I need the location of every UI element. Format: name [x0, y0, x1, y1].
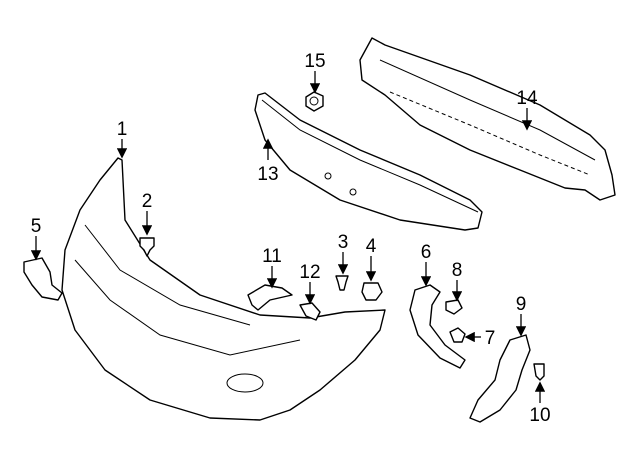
callout-8: 8: [452, 260, 463, 302]
callout-4: 4: [366, 236, 377, 282]
callout-13: 13: [257, 138, 279, 185]
part-11-bracket[interactable]: [247, 284, 293, 311]
part-4-clip-nut[interactable]: [361, 282, 383, 301]
part-3-screw[interactable]: [335, 275, 349, 291]
part-9-bracket[interactable]: [469, 334, 531, 423]
svg-text:11: 11: [262, 246, 282, 267]
part-6-bracket[interactable]: [409, 284, 466, 369]
svg-text:14: 14: [516, 88, 538, 109]
svg-text:6: 6: [421, 242, 432, 263]
svg-text:3: 3: [338, 232, 349, 253]
callout-14: 14: [516, 88, 538, 131]
part-2-clip[interactable]: [139, 237, 155, 257]
svg-text:13: 13: [257, 164, 278, 185]
callout-9: 9: [516, 294, 527, 337]
callout-12: 12: [299, 262, 321, 305]
svg-text:2: 2: [142, 191, 153, 212]
callout-11: 11: [262, 246, 282, 289]
part-10-bolt[interactable]: [533, 363, 545, 381]
callout-10: 10: [529, 381, 551, 426]
callout-15: 15: [304, 51, 326, 94]
callout-3: 3: [338, 232, 349, 275]
svg-text:1: 1: [117, 119, 128, 140]
svg-text:10: 10: [529, 405, 550, 426]
part-15-nut[interactable]: [305, 91, 324, 112]
part-5-bracket[interactable]: [23, 257, 63, 301]
callout-2: 2: [142, 191, 153, 236]
part-13-energy-absorber[interactable]: [254, 92, 483, 231]
callout-5: 5: [31, 216, 42, 261]
svg-text:15: 15: [304, 51, 325, 72]
svg-text:5: 5: [31, 216, 42, 237]
part-8-bolt[interactable]: [445, 299, 463, 315]
svg-text:8: 8: [452, 260, 463, 281]
svg-text:9: 9: [516, 294, 527, 315]
svg-text:7: 7: [485, 328, 496, 349]
callout-1: 1: [117, 119, 128, 159]
part-14-reinforcement[interactable]: [359, 37, 616, 201]
svg-text:4: 4: [366, 236, 377, 257]
part-1-bumper-cover[interactable]: [61, 157, 386, 421]
callout-6: 6: [421, 242, 432, 287]
part-7-bolt[interactable]: [449, 327, 466, 343]
svg-text:12: 12: [299, 262, 320, 283]
callout-7: 7: [464, 328, 496, 349]
